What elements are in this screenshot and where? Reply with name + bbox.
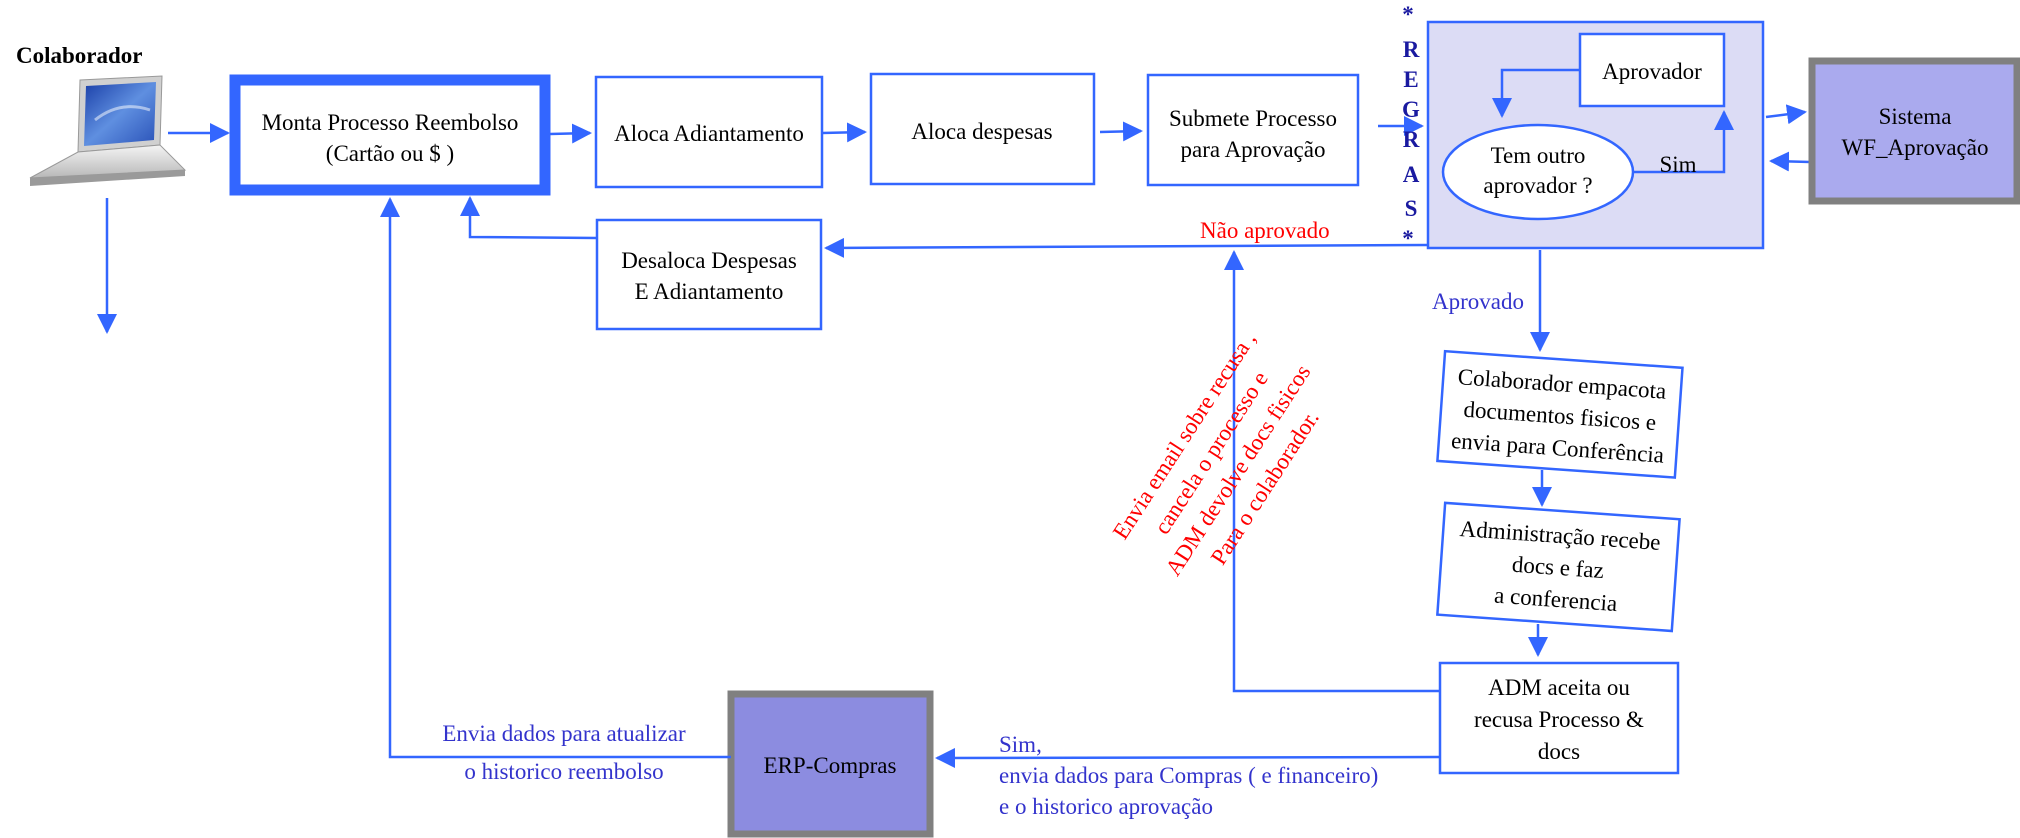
sim-line2: envia dados para Compras ( e financeiro) — [999, 763, 1378, 788]
laptop-icon — [29, 75, 187, 186]
arrow-nao-aprovado — [824, 237, 1429, 258]
aprovador-box — [1578, 32, 1726, 108]
nao-aprovado-label: Não aprovado — [1200, 218, 1330, 243]
monta-processo-box — [229, 74, 551, 196]
adm-aceita-line1: ADM aceita ou — [1488, 675, 1630, 700]
sim-line3: e o historico aprovação — [999, 794, 1213, 819]
adm-recebe-group: Administração recebe docs e faz a confer… — [1436, 501, 1681, 633]
arrow-aprovador-to-question — [1492, 68, 1580, 118]
regras-char-0: * — [1402, 2, 1414, 27]
regras-char-7: * — [1402, 226, 1414, 251]
desaloca-line2: E Adiantamento — [635, 279, 784, 304]
tem-outro-aprovador-ellipse — [1441, 123, 1635, 221]
arrow-erp-to-monta — [380, 197, 731, 759]
envia-email-label-group: Envia email sobre recusa , cancela o pro… — [1108, 327, 1324, 580]
arrow-desaloca-to-monta — [460, 196, 598, 240]
arrow-recusa-up — [1224, 250, 1440, 693]
arrow-monta-to-aloca-adiant — [549, 123, 592, 144]
adm-aceita-box — [1438, 661, 1680, 775]
adm-aceita-line2: recusa Processo & — [1474, 707, 1644, 732]
erp-compras-box — [727, 690, 934, 838]
sistema-line2: WF_Aprovação — [1842, 135, 1989, 160]
submete-processo-line2: para Aprovação — [1181, 137, 1326, 162]
monta-processo-line2: (Cartão ou $ ) — [326, 141, 454, 166]
regras-label: * R E G R A S * — [1402, 2, 1420, 251]
arrow-rules-to-sistema — [1765, 104, 1807, 125]
desaloca-box — [595, 218, 823, 331]
desaloca-line1: Desaloca Despesas — [621, 248, 797, 273]
arrow-sistema-to-rules — [1769, 151, 1811, 172]
envia-dados-line1: Envia dados para atualizar — [442, 721, 686, 746]
arrow-sim-to-aprovador — [1632, 110, 1734, 174]
regras-char-6: S — [1405, 196, 1418, 221]
sistema-wf-box — [1808, 57, 2020, 205]
submete-processo-box — [1146, 73, 1360, 187]
regras-char-3: G — [1402, 97, 1420, 122]
adm-recebe-box — [1436, 501, 1681, 633]
colaborador-empacota-group: Colaborador empacota documentos fisicos … — [1436, 349, 1684, 479]
monta-processo-line1: Monta Processo Reembolso — [262, 110, 519, 135]
erp-compras-label: ERP-Compras — [764, 753, 897, 778]
actor-label: Colaborador — [16, 43, 143, 68]
regras-char-1: R — [1403, 37, 1420, 62]
aprovado-label: Aprovado — [1432, 289, 1524, 314]
aloca-adiantamento-box — [594, 75, 824, 189]
sim-line1: Sim, — [999, 732, 1042, 757]
arrow-despesas-to-submete — [1099, 121, 1143, 142]
tem-outro-line2: aprovador ? — [1483, 173, 1592, 198]
submete-processo-line1: Submete Processo — [1169, 106, 1337, 131]
regras-char-4: R — [1403, 127, 1420, 152]
adm-aceita-line3: docs — [1538, 739, 1580, 764]
arrow-aceita-to-erp — [935, 747, 1441, 768]
regras-char-5: A — [1403, 162, 1420, 187]
arrow-adiant-to-despesas — [821, 122, 867, 143]
aloca-despesas-label: Aloca despesas — [911, 119, 1052, 144]
envia-dados-line2: o historico reembolso — [464, 759, 663, 784]
colaborador-empacota-box — [1436, 349, 1684, 479]
aloca-despesas-box — [869, 72, 1096, 186]
sim-inner-label: Sim — [1659, 152, 1696, 177]
aloca-adiantamento-label: Aloca Adiantamento — [614, 121, 804, 146]
regras-char-2: E — [1403, 67, 1418, 92]
sistema-line1: Sistema — [1879, 104, 1952, 129]
aprovador-label: Aprovador — [1602, 59, 1702, 84]
tem-outro-line1: Tem outro — [1491, 143, 1586, 168]
